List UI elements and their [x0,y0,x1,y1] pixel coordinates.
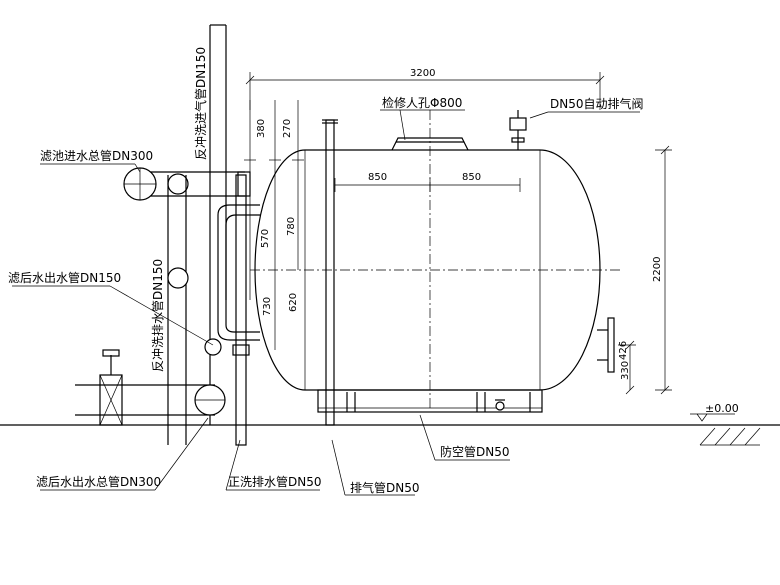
label-vent-pipe: 排气管DN50 [350,480,420,495]
label-forward-wash-drain: 正洗排水管DN50 [228,474,322,489]
label-filtered-outlet-main: 滤后水出水总管DN300 [36,474,161,489]
tank-supports [317,389,543,413]
label-filtered-outlet: 滤后水出水管DN150 [8,270,121,285]
dim-nozzle-620: 620 [288,293,299,312]
manhole [391,137,469,151]
dim-half-left: 850 [368,172,387,183]
dim-offset-380: 380 [256,119,267,138]
dim-half-right: 850 [462,172,481,183]
dim-nozzle-730: 730 [262,297,273,316]
vent-pipe [322,119,338,426]
label-backwash-drain: 反冲洗排水管DN150 [150,259,165,372]
ground-level-marker: ±0.00 [690,402,739,422]
dim-side-330: 330 [620,361,631,380]
label-empty-pipe: 防空管DN50 [440,444,510,459]
ground-level-label: ±0.00 [705,402,739,415]
label-filter-inlet-main: 滤池进水总管DN300 [40,148,153,163]
dimension-lines: 3200 850 850 [244,68,672,395]
dim-overall-length: 3200 [410,68,435,79]
dim-height-2200: 2200 [652,257,663,282]
left-piping [75,24,260,446]
dim-nozzle-570: 570 [260,229,271,248]
leader-lines [12,109,640,496]
dim-side-426: 426 [618,341,629,360]
auto-vent-valve [509,110,527,150]
label-auto-vent-valve: DN50自动排气阀 [550,96,644,111]
dim-nozzle-780: 780 [286,217,297,236]
label-backwash-inlet: 反冲洗进气管DN150 [193,47,208,160]
dim-offset-270: 270 [282,119,293,138]
label-manhole: 检修人孔Φ800 [382,95,462,110]
side-nozzle [597,317,615,373]
ground-hatch [699,427,761,446]
filter-tank [250,110,620,410]
